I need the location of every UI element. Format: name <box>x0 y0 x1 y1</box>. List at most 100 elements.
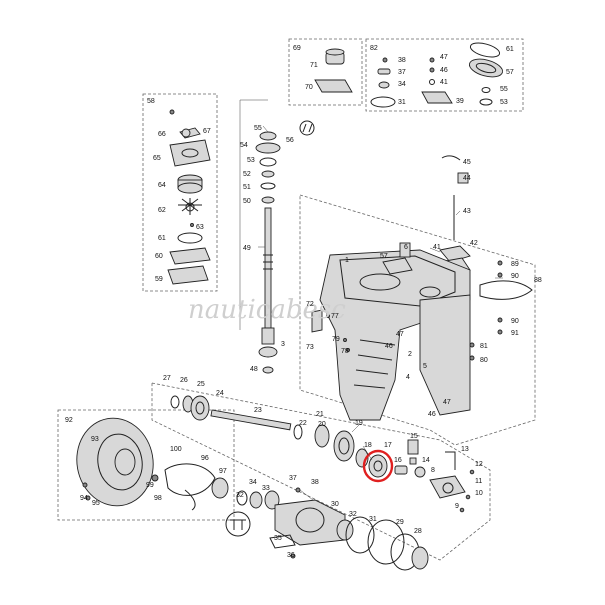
kit-box-82 <box>365 38 524 112</box>
callout-59: 59 <box>155 276 163 283</box>
callout-32b: 32 <box>349 511 357 518</box>
callout-6: 6 <box>404 244 408 251</box>
callout-71: 71 <box>310 62 318 69</box>
callout-96: 96 <box>201 455 209 462</box>
callout-37b: 37 <box>289 475 297 482</box>
callout-73: 73 <box>306 344 314 351</box>
callout-64: 64 <box>158 182 166 189</box>
highlighted-part-16[interactable] <box>362 449 394 483</box>
callout-41: 41 <box>440 79 448 86</box>
callout-57: 57 <box>506 69 514 76</box>
callout-46c: 46 <box>428 411 436 418</box>
callout-46: 46 <box>440 67 448 74</box>
callout-8: 8 <box>431 467 435 474</box>
callout-79: 79 <box>332 336 340 343</box>
propshaft-assembly <box>170 395 369 468</box>
callout-45: 45 <box>463 159 471 166</box>
propshaft-box <box>151 382 491 561</box>
callout-labels: 69 71 70 82 38 37 34 31 47 46 41 39 61 5… <box>65 45 542 559</box>
callout-95: 95 <box>92 500 100 507</box>
callout-50: 50 <box>243 198 251 205</box>
callout-80: 80 <box>480 357 488 364</box>
anode-plate <box>479 280 533 300</box>
callout-47c: 47 <box>443 399 451 406</box>
callout-54: 54 <box>240 142 248 149</box>
callout-9: 9 <box>455 503 459 510</box>
kit-box-69 <box>288 38 363 106</box>
callout-19: 19 <box>355 420 363 427</box>
callout-67: 67 <box>203 128 211 135</box>
callout-56: 56 <box>286 137 294 144</box>
gearcase-housing <box>319 242 471 421</box>
callout-2: 2 <box>408 351 412 358</box>
callout-46b: 46 <box>385 343 393 350</box>
callout-21: 21 <box>316 411 324 418</box>
callout-24: 24 <box>216 390 224 397</box>
callout-43: 43 <box>463 208 471 215</box>
callout-91: 91 <box>511 330 519 337</box>
callout-100: 100 <box>170 446 182 453</box>
callout-5: 5 <box>423 363 427 370</box>
callout-23: 23 <box>254 407 262 414</box>
callout-55b: 55 <box>254 125 262 132</box>
callout-37: 37 <box>398 69 406 76</box>
callout-78: 78 <box>341 348 349 355</box>
housing-screws <box>311 260 503 361</box>
callout-88: 88 <box>534 277 542 284</box>
callout-26: 26 <box>180 377 188 384</box>
callout-90b: 90 <box>511 318 519 325</box>
callout-48: 48 <box>250 366 258 373</box>
callout-47: 47 <box>440 54 448 61</box>
kit-69-parts <box>314 48 353 93</box>
callout-72: 72 <box>306 301 314 308</box>
callout-99: 99 <box>146 482 154 489</box>
callout-81: 81 <box>480 343 488 350</box>
callout-36: 36 <box>287 552 295 559</box>
callout-94: 94 <box>80 495 88 502</box>
callout-70: 70 <box>305 84 313 91</box>
callout-27: 27 <box>163 375 171 382</box>
callout-60: 60 <box>155 253 163 260</box>
callout-51: 51 <box>243 184 251 191</box>
callout-34b: 34 <box>249 479 257 486</box>
callout-34: 34 <box>398 81 406 88</box>
callout-29: 29 <box>396 519 404 526</box>
callout-4: 4 <box>406 374 410 381</box>
callout-93: 93 <box>91 436 99 443</box>
callout-28: 28 <box>414 528 422 535</box>
callout-18: 18 <box>364 442 372 449</box>
callout-55: 55 <box>500 86 508 93</box>
callout-30: 30 <box>331 501 339 508</box>
callout-39: 39 <box>456 98 464 105</box>
watermark: nauticabesc <box>188 295 346 325</box>
callout-53: 53 <box>500 99 508 106</box>
callout-20: 20 <box>318 421 326 428</box>
callout-15: 15 <box>410 433 418 440</box>
callout-98: 98 <box>154 495 162 502</box>
callout-97: 97 <box>219 468 227 475</box>
callout-82: 82 <box>370 45 378 52</box>
prop-box <box>57 409 235 521</box>
callout-53b: 53 <box>247 157 255 164</box>
callout-25: 25 <box>197 381 205 388</box>
callout-77: 77 <box>331 313 339 320</box>
special-tool-icon <box>299 120 315 136</box>
kit-box-58 <box>142 93 218 292</box>
callout-35: 35 <box>274 535 282 542</box>
special-tool-icon-2 <box>225 511 251 537</box>
callout-52: 52 <box>243 171 251 178</box>
callout-11: 11 <box>475 478 482 485</box>
callout-57b: 57 <box>380 253 388 260</box>
callout-12: 12 <box>475 461 483 468</box>
propeller <box>76 417 229 511</box>
callout-90: 90 <box>511 273 519 280</box>
kit-82-parts <box>370 42 504 108</box>
callout-31b: 31 <box>369 516 377 523</box>
callout-14: 14 <box>422 457 430 464</box>
callout-62: 62 <box>158 207 166 214</box>
callout-38: 38 <box>398 57 406 64</box>
bearing-carrier-parts <box>236 487 429 571</box>
callout-13: 13 <box>461 446 469 453</box>
callout-42: 42 <box>470 240 478 247</box>
